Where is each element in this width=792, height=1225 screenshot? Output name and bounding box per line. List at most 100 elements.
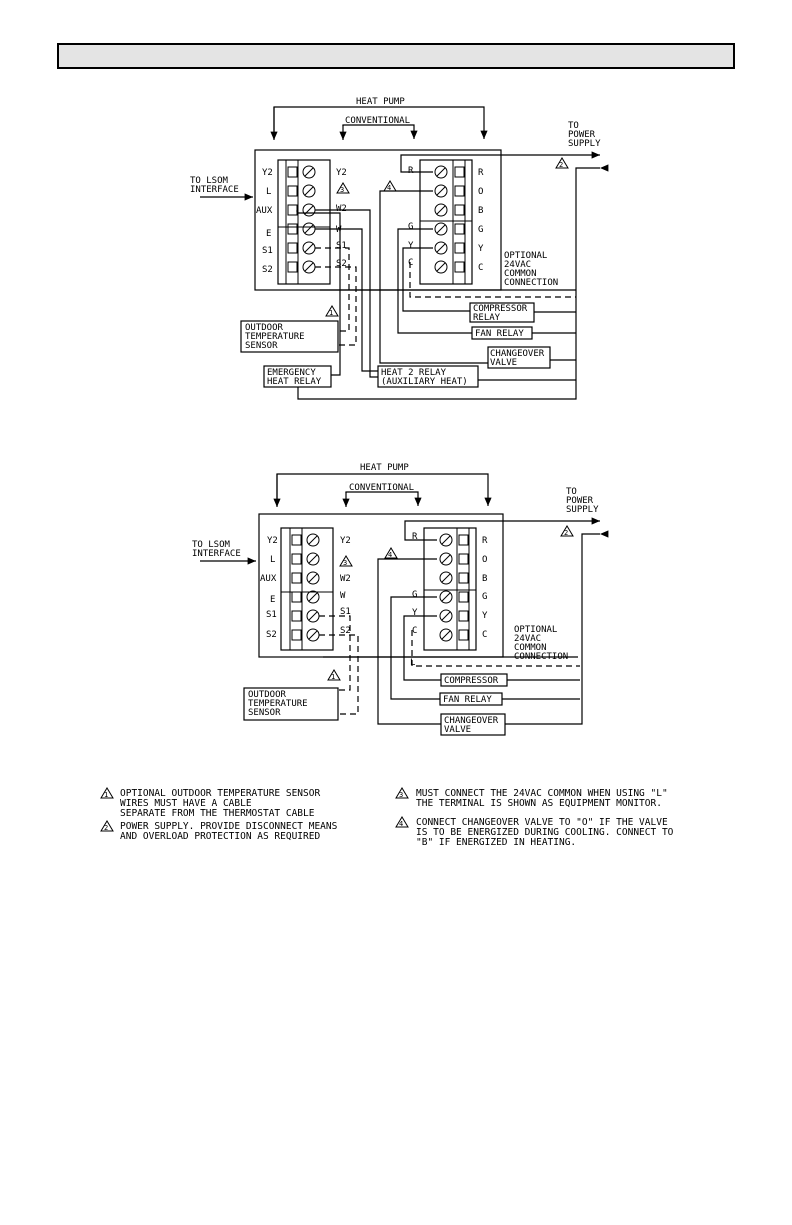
left-outer-label-e-2: E [270, 595, 275, 605]
outdoor-sensor-label-1c: SENSOR [245, 341, 278, 351]
left-inner-label-s1-2: S1 [340, 607, 351, 617]
note-marker-3: 3 [399, 791, 403, 799]
outdoor-sensor-box-1 [240, 320, 339, 353]
wiring-diagram-1: HEAT PUMP CONVENTIONAL TO POWER SUPPLY T… [190, 97, 609, 400]
optional-label-1b: 24VAC [504, 260, 531, 270]
outdoor-sensor-label-1a: OUTDOOR [245, 323, 284, 333]
compressor-relay-label-1b: RELAY [473, 313, 501, 323]
outdoor-sensor-label-2c: SENSOR [248, 708, 281, 718]
right-inner-label-c: C [408, 258, 413, 268]
left-outer-label-y2-2: Y2 [267, 536, 278, 546]
note-1-text: OPTIONAL OUTDOOR TEMPERATURE SENSOR WIRE… [120, 788, 321, 819]
note-marker-4: 4 [399, 820, 403, 828]
wiring-diagram-2: HEAT PUMP CONVENTIONAL TO POWER SUPPLY T… [192, 463, 609, 736]
right-outer-label-g: G [478, 225, 483, 235]
changeover-label-1a: CHANGEOVER [490, 349, 545, 359]
right-outer-label-c: C [478, 263, 483, 273]
marker-2-d1: 2 [559, 161, 563, 169]
section-header-bar [57, 43, 735, 69]
note-marker-1: 1 [104, 791, 108, 799]
right-outer-label-y: Y [478, 244, 484, 254]
note-4-text: CONNECT CHANGEOVER VALVE TO "O" IF THE V… [416, 817, 674, 848]
optional-label-1d: CONNECTION [504, 278, 558, 288]
left-inner-label-w-2: W [340, 591, 346, 601]
right-inner-label-c-2: C [412, 626, 417, 636]
changeover-valve-box-1 [487, 346, 551, 369]
fan-relay-label-2: FAN RELAY [443, 695, 492, 705]
left-inner-label-s1: S1 [336, 241, 347, 251]
marker-4-d2: 4 [388, 551, 392, 559]
right-outer-label-b-2: B [482, 574, 487, 584]
right-outer-label-y-2: Y [482, 611, 488, 621]
to-power-label-2: TO [566, 487, 577, 497]
changeover-label-2a: CHANGEOVER [444, 716, 499, 726]
left-outer-label-y2: Y2 [262, 168, 273, 178]
outdoor-sensor-label-1b: TEMPERATURE [245, 332, 305, 342]
left-outer-label-e: E [266, 229, 271, 239]
to-lsom-label-2: TO LSOM [192, 540, 231, 550]
left-outer-label-l-2: L [270, 555, 275, 565]
left-inner-label-s2: S2 [336, 259, 347, 269]
marker-1-d1: 1 [329, 309, 333, 317]
right-inner-label-r: R [408, 166, 414, 176]
left-outer-label-s2-2: S2 [266, 630, 277, 640]
optional-label-2d: CONNECTION [514, 652, 568, 662]
power-label-2: POWER [566, 496, 594, 506]
left-inner-label-y2-2: Y2 [340, 536, 351, 546]
supply-label-2: SUPPLY [566, 505, 599, 515]
heat-pump-label: HEAT PUMP [356, 97, 405, 107]
interface-label-2: INTERFACE [192, 549, 241, 559]
left-outer-label-s1: S1 [262, 246, 273, 256]
right-inner-label-y: Y [408, 241, 414, 251]
conventional-label: CONVENTIONAL [345, 116, 410, 126]
left-inner-label-w: W [336, 225, 342, 235]
left-inner-label-w2: W2 [336, 204, 347, 214]
interface-label-1: INTERFACE [190, 185, 239, 195]
right-outer-label-r: R [478, 168, 484, 178]
left-inner-label-y2: Y2 [336, 168, 347, 178]
notes-markers: 1 2 3 4 [100, 787, 409, 832]
marker-2-d2: 2 [564, 529, 568, 537]
right-inner-label-g-2: G [412, 590, 417, 600]
left-terminal-block-2 [280, 527, 334, 651]
changeover-label-1b: VALVE [490, 358, 517, 368]
left-outer-label-l: L [266, 187, 271, 197]
right-inner-label-g: G [408, 222, 413, 232]
left-outer-label-s2: S2 [262, 265, 273, 275]
outdoor-sensor-label-2a: OUTDOOR [248, 690, 287, 700]
to-power-label-1: TO [568, 121, 579, 131]
right-outer-label-g-2: G [482, 592, 487, 602]
right-outer-label-o-2: O [482, 555, 487, 565]
changeover-label-2b: VALVE [444, 725, 471, 735]
outdoor-sensor-label-2b: TEMPERATURE [248, 699, 308, 709]
right-outer-label-b: B [478, 206, 483, 216]
right-outer-label-c-2: C [482, 630, 487, 640]
marker-3-d2: 3 [343, 559, 347, 567]
note-3-text: MUST CONNECT THE 24VAC COMMON WHEN USING… [416, 788, 668, 809]
supply-label-1: SUPPLY [568, 139, 601, 149]
left-outer-label-aux: AUX [256, 206, 273, 216]
left-outer-label-aux-2: AUX [260, 574, 277, 584]
heat2-label-1a: HEAT 2 RELAY [381, 368, 447, 378]
power-label-1: POWER [568, 130, 596, 140]
heat2-label-1b: (AUXILIARY HEAT) [381, 377, 468, 387]
note-marker-2: 2 [104, 824, 108, 832]
conventional-label-2: CONVENTIONAL [349, 483, 414, 493]
heat2-relay-box-1 [377, 365, 479, 388]
heat-pump-label-2: HEAT PUMP [360, 463, 409, 473]
optional-label-1a: OPTIONAL [504, 251, 547, 261]
marker-3-d1: 3 [340, 186, 344, 194]
left-inner-label-s2-2: S2 [340, 626, 351, 636]
optional-label-1c: COMMON [504, 269, 537, 279]
emergency-heat-box-1 [263, 365, 332, 388]
fan-relay-label-1: FAN RELAY [475, 329, 524, 339]
right-outer-label-o: O [478, 187, 483, 197]
marker-1-d2: 1 [331, 673, 335, 681]
outdoor-sensor-box-2 [243, 687, 339, 721]
right-inner-label-y-2: Y [412, 608, 418, 618]
marker-4-d1: 4 [387, 184, 391, 192]
changeover-valve-box-2 [440, 713, 506, 736]
to-lsom-label-1: TO LSOM [190, 176, 229, 186]
optional-label-2a: OPTIONAL [514, 625, 557, 635]
